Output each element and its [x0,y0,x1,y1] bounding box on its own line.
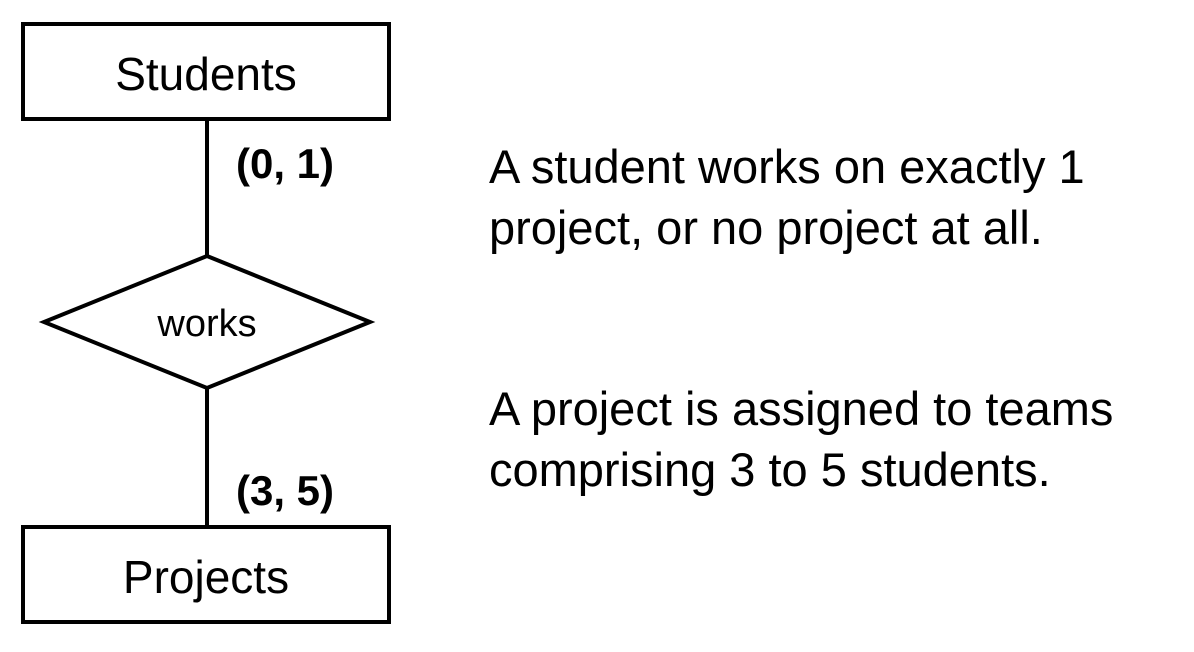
description-line: A project is assigned to teams [489,382,1114,435]
relationship-works-diamond [38,253,376,391]
relationship-works: works [38,253,376,391]
description-line: project, or no project at all. [489,201,1043,254]
cardinality-students: (0, 1) [236,140,334,187]
cardinality-projects: (3, 5) [236,467,334,514]
description-projects: A project is assigned to teams comprisin… [489,378,1113,500]
entity-projects-label: Projects [123,551,289,603]
description-students: A student works on exactly 1 project, or… [489,136,1085,258]
description-line: comprising 3 to 5 students. [489,443,1051,496]
entity-projects-box [21,525,391,624]
entity-students-label: Students [115,48,297,100]
description-line: A student works on exactly 1 [489,140,1085,193]
entity-projects: Projects [21,525,391,624]
entity-students-box [21,22,391,121]
entity-students: Students [21,22,391,121]
relationship-works-label: works [156,303,256,345]
